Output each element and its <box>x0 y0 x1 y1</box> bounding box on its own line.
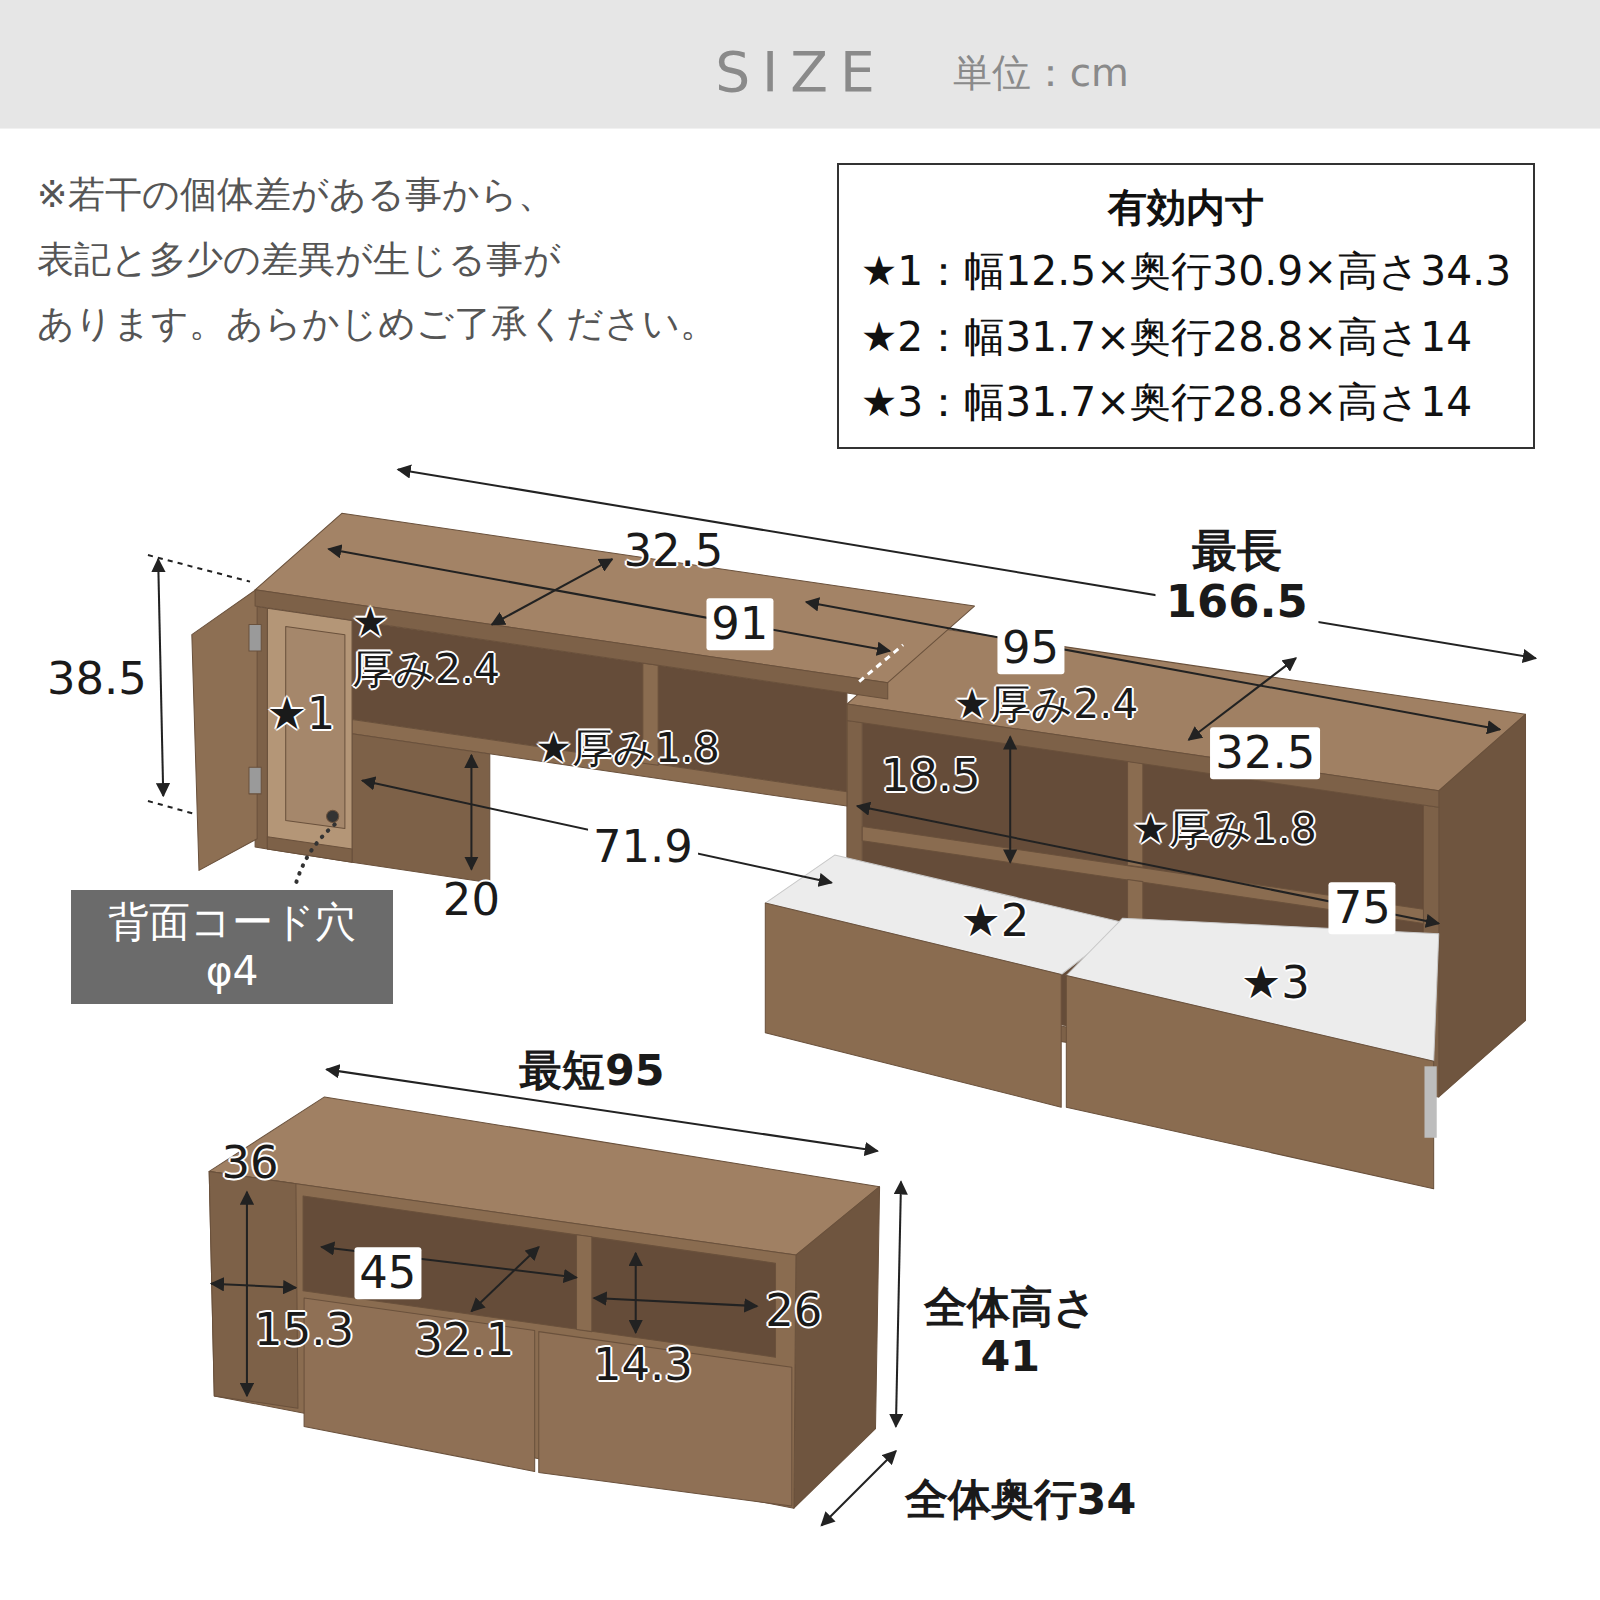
top-edge <box>255 590 888 699</box>
dimension-label: 26 <box>765 1285 822 1337</box>
short-stand <box>209 1097 879 1508</box>
dimension-label: 全体高さ 41 <box>913 1282 1107 1381</box>
dimension-line <box>635 1253 637 1333</box>
dimension-label: 全体奥行34 <box>905 1475 1137 1524</box>
dimension-line <box>329 549 890 651</box>
leader-line <box>296 824 335 883</box>
dimension-label: 45 <box>354 1248 421 1300</box>
compartment-marker: ★2 <box>961 896 1030 948</box>
dimension-label: 36 <box>221 1137 278 1189</box>
drawer-rail <box>1424 1066 1436 1137</box>
thickness-label: ★厚み1.8 <box>1132 805 1316 852</box>
spec-heading: 有効内寸 <box>861 177 1511 239</box>
dimension-line <box>246 1192 248 1396</box>
dimension-label: 95 <box>997 622 1064 674</box>
side-face <box>1439 714 1526 1097</box>
thickness-label: ★厚み1.8 <box>535 724 719 771</box>
divider <box>577 1235 592 1332</box>
thickness-label: ★ 厚み2.4 <box>352 599 515 693</box>
dimension-label: 91 <box>706 599 773 651</box>
side-panel <box>352 734 490 883</box>
spec-box: 有効内寸★1：幅12.5×奥行30.9×高さ34.3★2：幅31.7×奥行28.… <box>837 163 1535 449</box>
hinge <box>249 624 261 651</box>
page-title: SIZE <box>715 42 887 105</box>
drawing <box>0 0 1600 1525</box>
unit-note: 単位：cm <box>953 51 1129 96</box>
callout-text: 背面コード穴 φ4 <box>93 898 371 996</box>
dimension-line <box>594 1298 757 1306</box>
dimension-label: 最短95 <box>519 1047 665 1096</box>
dimension-line <box>398 469 1536 658</box>
dimension-line <box>492 559 612 624</box>
extension-line <box>148 801 196 814</box>
side-panel <box>209 1171 298 1408</box>
top-edge <box>847 704 1439 807</box>
side-face <box>794 1187 880 1508</box>
dimension-line <box>821 1451 895 1525</box>
dimension-label: 20 <box>443 874 500 926</box>
dimension-label: 38.5 <box>47 653 147 705</box>
cut-mark <box>859 645 903 682</box>
cabinet-interior <box>267 608 352 862</box>
spec-line: ★1：幅12.5×奥行30.9×高さ34.3 <box>861 239 1511 304</box>
drawer-front <box>539 1332 792 1506</box>
dimension-line <box>470 755 472 869</box>
hinge <box>249 767 261 794</box>
dimension-line <box>158 559 163 796</box>
dimension-label: 15.3 <box>254 1304 354 1356</box>
dimension-line <box>896 1182 901 1427</box>
disclaimer-note: ※若干の個体差がある事から、 表記と多少の差異が生じる事が あります。あらかじめ… <box>37 163 731 356</box>
dimension-label: 75 <box>1329 882 1396 934</box>
extended-stand <box>192 513 1526 1189</box>
extension-line <box>148 555 250 582</box>
dimension-line <box>362 781 831 883</box>
dimension-label: 32.5 <box>624 525 724 577</box>
dimension-line <box>211 1284 296 1288</box>
dimension-line <box>1009 737 1011 863</box>
thickness-label: ★厚み2.4 <box>954 681 1138 728</box>
compartment-marker: ★3 <box>1241 957 1310 1009</box>
dimension-line <box>471 1247 538 1311</box>
spec-line: ★3：幅31.7×奥行28.8×高さ14 <box>861 370 1511 435</box>
dimension-label: 32.5 <box>1210 727 1320 779</box>
front-face <box>209 1171 796 1508</box>
header-bar <box>0 0 1600 129</box>
dimension-label: 最長 166.5 <box>1155 525 1318 628</box>
dimension-line <box>806 602 1500 730</box>
dimension-label: 14.3 <box>593 1339 693 1391</box>
dimension-label: 71.9 <box>588 821 698 873</box>
cord-hole <box>327 810 339 822</box>
dimension-label: 18.5 <box>881 750 981 802</box>
callout-box: 背面コード穴 φ4 <box>71 890 392 1004</box>
compartment-marker: ★1 <box>267 688 336 740</box>
spec-line: ★2：幅31.7×奥行28.8×高さ14 <box>861 305 1511 370</box>
cabinet-door <box>192 589 257 871</box>
dimension-label: 32.1 <box>414 1314 514 1366</box>
